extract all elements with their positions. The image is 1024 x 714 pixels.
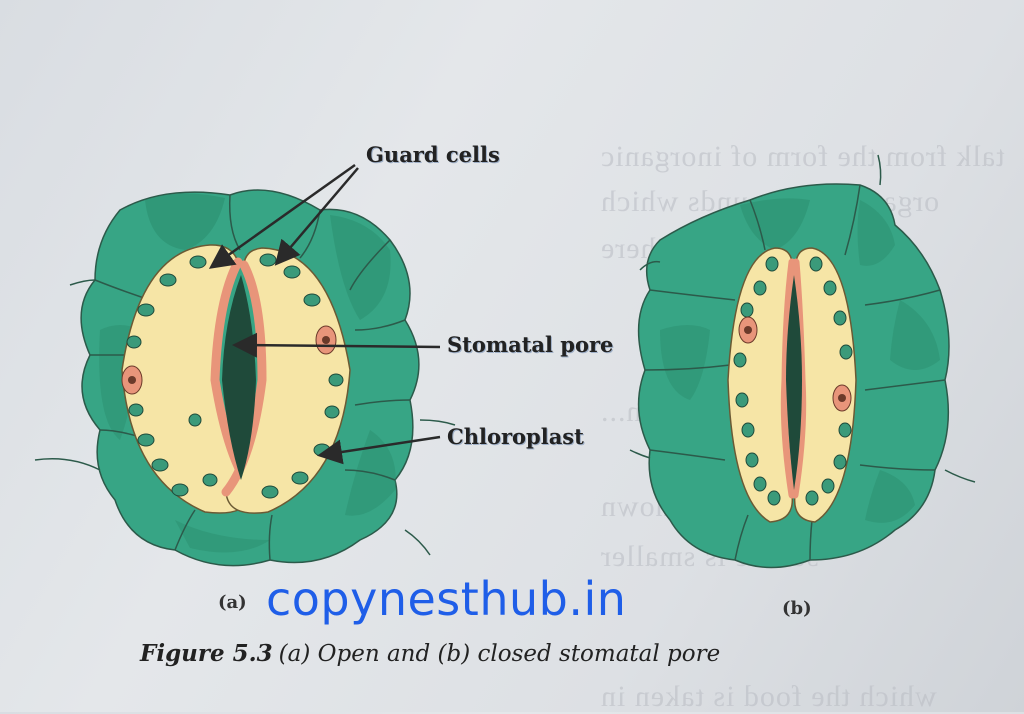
figure-number: Figure 5.3 — [140, 640, 273, 667]
guard-cells-label: Guard cells — [366, 142, 500, 167]
leader-lines — [208, 163, 441, 465]
figure-caption-text: (a) Open and (b) closed stomatal pore — [278, 641, 721, 667]
panel-a-label: (a) — [218, 592, 247, 613]
chloroplasts-a — [126, 253, 344, 499]
stomatal-pore-pointer — [232, 332, 441, 358]
figure-caption: Figure 5.3(a) Open and (b) closed stomat… — [140, 640, 720, 667]
chloroplasts-b — [733, 256, 853, 506]
nucleus-b — [738, 316, 852, 412]
closed-stoma-figure — [629, 154, 976, 569]
panel-b-label: (b) — [782, 598, 812, 619]
stomatal-pore-label: Stomatal pore — [447, 332, 614, 357]
watermark-text: copynesthub.in — [266, 572, 627, 626]
open-stoma-figure — [34, 189, 456, 567]
guard-cells-pointer-left — [208, 163, 356, 269]
chloroplast-label: Chloroplast — [447, 424, 584, 449]
stomatal-pore-open — [222, 275, 256, 480]
stomatal-pore-closed — [786, 275, 802, 490]
chloroplast-pointer — [317, 435, 441, 465]
guard-cells-pointer-right — [274, 167, 359, 266]
